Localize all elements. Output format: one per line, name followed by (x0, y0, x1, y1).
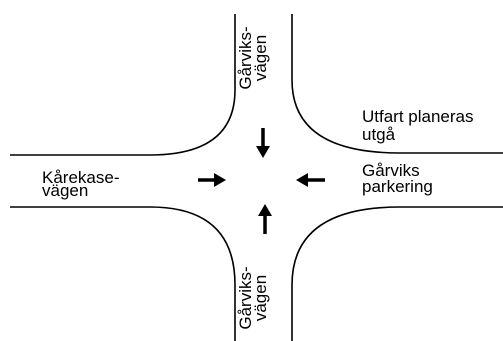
east-lower-label-line1: Gårviks (362, 161, 420, 180)
south-road-label: Gårviks- vägen (236, 266, 270, 329)
arrow-right-icon (198, 173, 226, 187)
road-edge-southeast (291, 206, 503, 341)
north-label-line1: Gårviks- (236, 26, 255, 89)
east-upper-label-line2: utgå (362, 125, 396, 144)
east-upper-label-line1: Utfart planeras (362, 107, 474, 126)
west-label-line1: Kårekase- (42, 168, 119, 187)
road-edge-southwest (10, 206, 236, 341)
arrow-down-icon (256, 128, 270, 158)
south-label-line1: Gårviks- (236, 266, 255, 329)
north-road-label: Gårviks- vägen (236, 26, 270, 89)
west-label-line2: vägen (42, 181, 88, 200)
arrow-up-icon (258, 204, 272, 234)
road-edge-northwest (10, 14, 236, 156)
arrow-left-icon (296, 173, 325, 187)
road-edge-northeast (291, 14, 503, 154)
north-label-line2: vägen (251, 35, 270, 81)
south-label-line2: vägen (251, 275, 270, 321)
east-lower-label-line2: parkering (362, 177, 433, 196)
